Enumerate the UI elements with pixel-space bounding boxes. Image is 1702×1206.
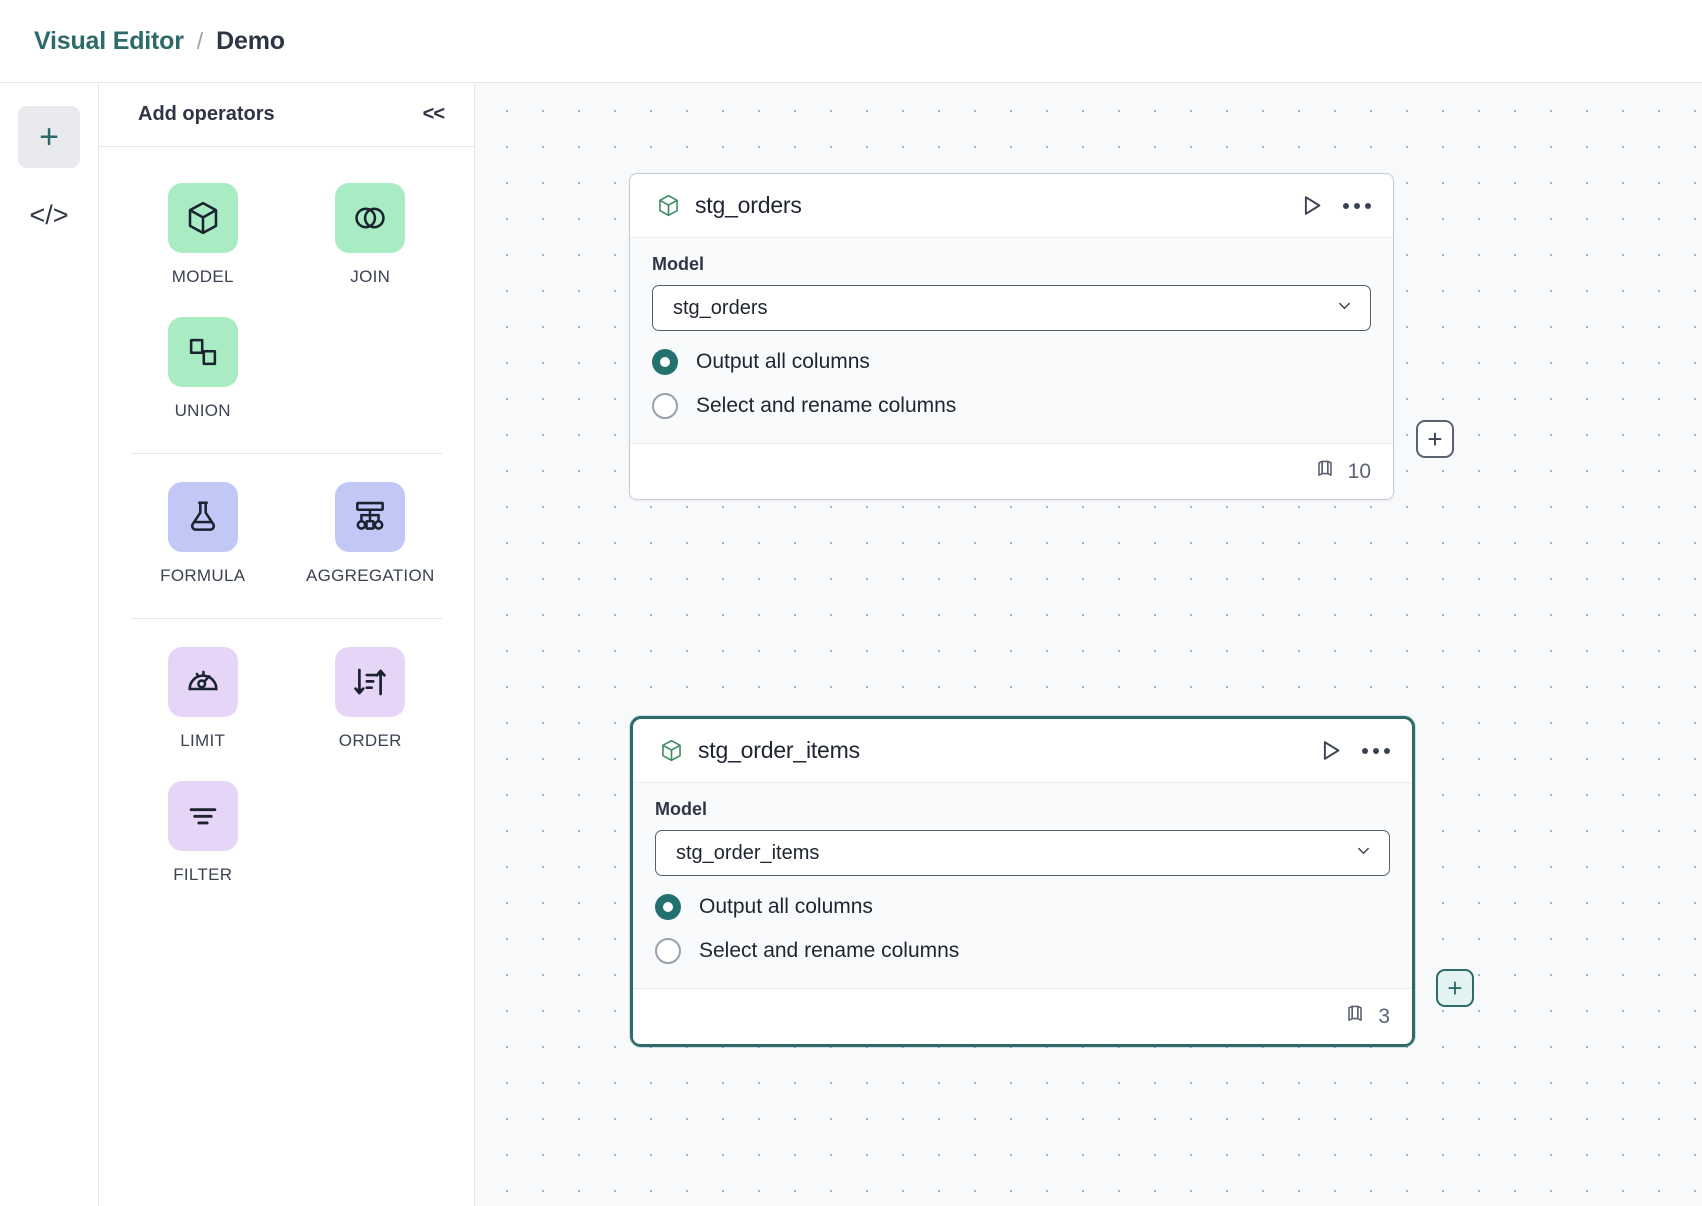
operator-join[interactable]: JOIN [287,173,455,293]
editor-body: + </> Add operators << MODEL [0,83,1702,1206]
operator-group-refine: LIMIT ORDER [99,637,474,891]
columns-icon [1313,457,1337,486]
node-header: stg_order_items [633,719,1412,783]
node-stg-order-items[interactable]: stg_order_items Model stg_order_items [630,716,1415,1047]
breadcrumb-visual-editor[interactable]: Visual Editor [34,26,184,55]
operator-label: AGGREGATION [305,566,435,585]
radio-label: Output all columns [696,350,870,373]
node-footer: 10 [630,443,1393,499]
radio-indicator [655,938,681,964]
run-node-icon[interactable] [1298,192,1325,219]
column-count: 10 [1347,459,1371,483]
columns-icon [1343,1002,1367,1031]
operator-model[interactable]: MODEL [119,173,287,293]
node-menu-icon[interactable] [1343,202,1371,209]
radio-select-rename-columns[interactable]: Select and rename columns [655,938,1390,964]
operator-label: FILTER [173,865,233,884]
add-downstream-connector-2[interactable]: + [1436,969,1474,1007]
flask-icon [167,482,238,552]
operators-list: MODEL JOIN UNION [99,147,474,891]
filter-lines-icon [167,781,238,851]
operator-formula[interactable]: FORMULA [119,472,287,592]
collapse-panel-icon[interactable]: << [422,103,445,125]
radio-indicator [655,894,681,920]
operator-label: FORMULA [160,566,246,585]
code-icon: </> [29,199,69,230]
operator-limit[interactable]: LIMIT [119,637,287,757]
cube-icon [659,738,684,763]
left-rail: + </> [0,83,99,1206]
node-footer: 3 [633,988,1412,1044]
radio-output-all-columns[interactable]: Output all columns [652,349,1371,375]
panel-title: Add operators [138,103,275,125]
operator-order[interactable]: ORDER [287,637,455,757]
node-menu-icon[interactable] [1362,747,1390,754]
run-node-icon[interactable] [1317,737,1344,764]
plus-icon: + [1427,424,1443,454]
venn-circles-icon [335,183,406,253]
node-body: Model stg_orders Output all columns Sele… [630,238,1393,443]
model-select-value: stg_order_items [676,841,820,864]
model-select-value: stg_orders [673,296,768,319]
operator-label: UNION [174,401,231,420]
panel-header: Add operators << [99,83,474,147]
radio-label: Output all columns [699,895,873,918]
model-field-label: Model [652,254,704,274]
node-stg-orders[interactable]: stg_orders Model stg_orders [629,173,1394,500]
node-title: stg_order_items [698,737,860,763]
column-count: 3 [1378,1004,1390,1028]
operator-group-sources: MODEL JOIN UNION [99,173,474,427]
rail-code-view-button[interactable]: </> [18,184,80,246]
gauge-icon [167,647,238,717]
radio-select-rename-columns[interactable]: Select and rename columns [652,393,1371,419]
model-select[interactable]: stg_orders [652,285,1371,331]
operator-filter[interactable]: FILTER [119,771,287,891]
radio-indicator [652,393,678,419]
radio-label: Select and rename columns [699,939,960,962]
hierarchy-icon [335,482,406,552]
plus-icon: + [1447,973,1463,1003]
operator-label: LIMIT [180,731,226,750]
cube-icon [656,193,681,218]
model-field-label: Model [655,799,707,819]
radio-output-all-columns[interactable]: Output all columns [655,894,1390,920]
radio-label: Select and rename columns [696,394,957,417]
breadcrumb-bar: Visual Editor / Demo [0,0,1702,83]
panel-divider-1 [131,453,442,454]
operator-label: JOIN [350,267,391,286]
sort-arrows-icon [335,647,406,717]
operator-aggregation[interactable]: AGGREGATION [287,472,455,592]
plus-icon: + [39,118,59,156]
rail-add-operators-button[interactable]: + [18,106,80,168]
flow-canvas[interactable]: stg_orders Model stg_orders [475,83,1702,1206]
chevron-down-icon [1335,296,1354,320]
chevron-down-icon [1354,841,1373,865]
breadcrumb-separator: / [196,27,204,54]
node-header: stg_orders [630,174,1393,238]
node-title: stg_orders [695,192,802,218]
operator-group-transforms: FORMULA AGGREGATION [99,472,474,592]
operator-label: MODEL [171,267,234,286]
node-body: Model stg_order_items Output all columns… [633,783,1412,988]
operator-union[interactable]: UNION [119,307,287,427]
union-shape-icon [167,317,238,387]
breadcrumb-current-demo: Demo [216,26,285,55]
cube-icon [167,183,238,253]
add-operators-panel: Add operators << MODEL [99,83,475,1206]
panel-divider-2 [131,618,442,619]
model-select[interactable]: stg_order_items [655,830,1390,876]
radio-indicator [652,349,678,375]
operator-label: ORDER [338,731,402,750]
add-downstream-connector-1[interactable]: + [1416,420,1454,458]
